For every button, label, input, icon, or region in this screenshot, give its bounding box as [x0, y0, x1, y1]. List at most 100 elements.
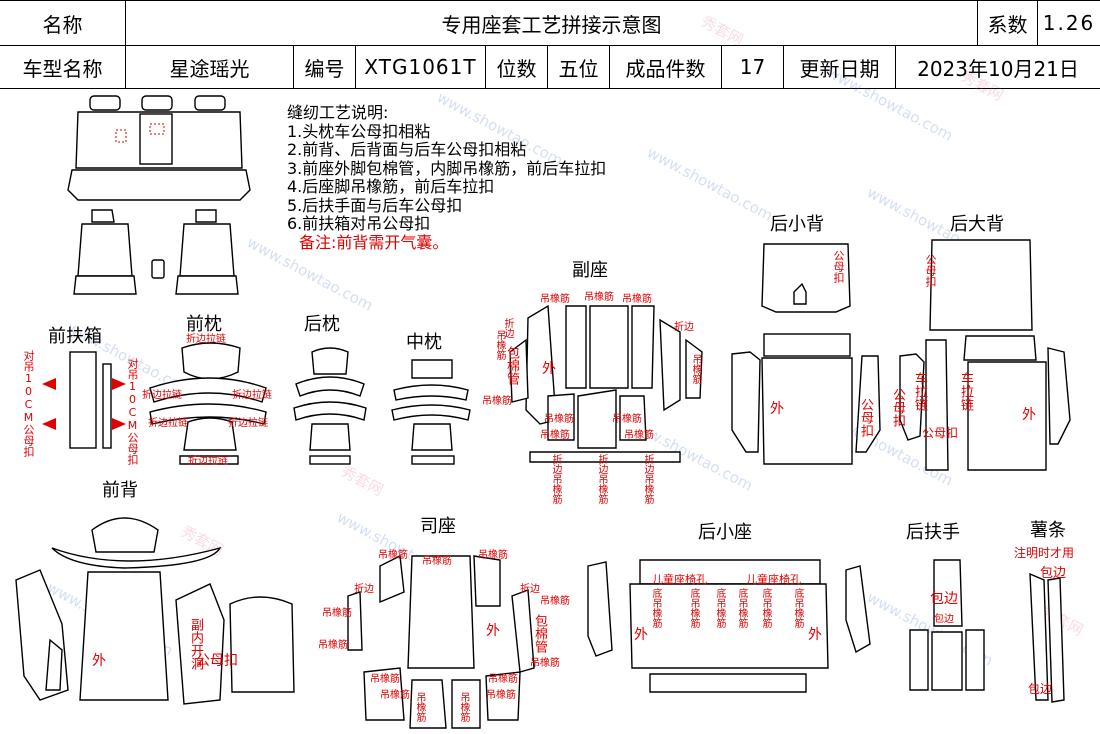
- note-wrap-edge: 包边: [934, 614, 954, 625]
- date-label: 更新日期: [784, 46, 896, 88]
- note-elastic: 吊橡筋: [584, 292, 614, 303]
- rear-pillow-shapes: [293, 347, 367, 465]
- note-child-seat: 儿童座椅孔: [746, 573, 801, 586]
- note-elastic: 吊橡筋: [530, 658, 560, 669]
- note-bottom-elastic: 底吊橡筋: [736, 588, 747, 628]
- note-zip: 折边拉链: [142, 390, 182, 401]
- notes-item: 6.前扶箱对吊公母扣: [287, 214, 431, 233]
- notes-item: 3.前座外脚包棉管，内脚吊橡筋，前后车拉扣: [287, 158, 607, 178]
- section-driver-seat: 司座: [420, 516, 456, 537]
- note-fold-edge: 折边: [520, 584, 540, 595]
- section-front-pillow: 前枕: [186, 314, 222, 335]
- passenger-seat-shapes: [509, 304, 703, 463]
- note-hook: 公母扣: [858, 398, 873, 437]
- note-outer: 外: [808, 627, 822, 643]
- note-elastic: 吊橡筋: [422, 556, 452, 567]
- note-outer: 外: [542, 361, 556, 377]
- note-fold-elastic: 折边吊橡筋: [596, 454, 607, 504]
- note-hook: 公母扣: [924, 254, 937, 287]
- note-bottom-elastic: 底吊橡筋: [792, 588, 803, 628]
- note-wrap-cotton: 包棉管: [532, 614, 547, 653]
- note-outer: 外: [92, 653, 106, 669]
- section-rear-small-seat: 后小座: [698, 522, 752, 543]
- section-rear-small-back: 后小背: [770, 214, 824, 235]
- note-armbox-left: 对吊10CM公母扣: [22, 350, 35, 457]
- section-mid-pillow: 中枕: [406, 332, 442, 353]
- note-hook: 公母扣: [832, 250, 845, 283]
- note-zip: 折边拉链: [228, 418, 268, 429]
- note-fold-elastic: 折边吊橡筋: [642, 454, 653, 504]
- note-elastic: 吊橡筋: [482, 396, 512, 407]
- note-inner-hole: 副内开洞: [188, 618, 203, 670]
- rear-armrest-shapes: [909, 559, 985, 691]
- note-elastic: 吊橡筋: [612, 414, 642, 425]
- note-elastic: 吊橡筋: [624, 430, 654, 441]
- note-outer: 外: [634, 627, 648, 643]
- note-wrap-cotton: 包棉管: [504, 346, 519, 385]
- name-label: 名称: [0, 1, 126, 45]
- notes-heading: 缝纫工艺说明:: [287, 103, 389, 122]
- note-zip: 折边拉链: [186, 334, 226, 345]
- strip-shapes: [1029, 572, 1065, 703]
- note-strip: 注明时才用: [1014, 546, 1075, 560]
- notes-item: 1.头枕车公母扣相粘: [287, 121, 431, 141]
- note-elastic: 吊橡筋: [378, 550, 408, 561]
- note-fold-elastic: 折边吊橡筋: [550, 454, 561, 504]
- notes-item: 5.后扶手面与后车公母扣: [287, 195, 463, 215]
- note-zip: 折边拉链: [188, 456, 228, 467]
- note-fold-edge: 折边: [674, 322, 694, 333]
- note-wrap-edge: 包边: [1028, 682, 1053, 696]
- note-wrap-edge: 包边: [1040, 566, 1067, 581]
- rear-bench-illustration: [67, 95, 251, 201]
- notes-item: 4.后座脚吊橡筋，前后车拉扣: [287, 177, 495, 196]
- code-label: 编号: [294, 46, 356, 88]
- mid-pillow-shapes: [391, 359, 471, 465]
- note-hook: 公母扣: [196, 653, 238, 669]
- note-elastic: 吊橡筋: [414, 692, 425, 722]
- note-elastic: 吊橡筋: [458, 692, 469, 722]
- model-label: 车型名称: [0, 46, 126, 88]
- note-car-zip: 车拉链: [958, 372, 973, 411]
- section-rear-big-back: 后大背: [950, 214, 1004, 235]
- section-front-back: 前背: [102, 480, 138, 501]
- pieces-value: 17: [722, 46, 784, 88]
- section-rear-pillow: 后枕: [304, 314, 340, 335]
- front-back-shapes: [15, 517, 295, 705]
- front-armbox-shapes: [42, 351, 126, 449]
- note-car-zip: 车拉链: [912, 372, 927, 411]
- note-elastic: 吊橡筋: [540, 596, 570, 607]
- note-elastic: 吊橡筋: [544, 414, 574, 425]
- note-outer: 外: [486, 623, 500, 639]
- note-bottom-elastic: 底吊橡筋: [760, 588, 771, 628]
- sewing-notes: 缝纫工艺说明: 1.头枕车公母扣相粘 2.前背、后背面与后车公母扣相粘 3.前座…: [287, 103, 607, 252]
- note-elastic: 吊橡筋: [540, 430, 570, 441]
- header-table: 名称 专用座套工艺拼接示意图 系数 1.26 车型名称 星途瑶光 编号 XTG1…: [0, 0, 1100, 89]
- note-elastic: 吊橡筋: [380, 690, 410, 701]
- note-elastic: 吊橡筋: [370, 674, 400, 685]
- note-outer: 外: [1022, 407, 1036, 423]
- rear-small-back-shapes: [731, 243, 881, 465]
- note-elastic: 吊橡筋: [488, 674, 518, 685]
- header-rule-top: [0, 0, 1100, 1]
- seats-label: 位数: [486, 46, 548, 88]
- rear-big-back-shapes: [899, 239, 1071, 471]
- front-seats-illustration: [73, 209, 239, 295]
- code-value: XTG1061T: [356, 46, 486, 88]
- note-elastic: 吊橡筋: [690, 354, 701, 384]
- note-elastic: 吊橡筋: [494, 330, 505, 360]
- note-zip: 折边拉链: [232, 390, 272, 401]
- note-fold-edge: 折边: [502, 318, 513, 338]
- note-elastic: 吊橡筋: [540, 294, 570, 305]
- note-elastic: 吊橡筋: [322, 608, 352, 619]
- note-child-seat: 儿童座椅孔: [652, 573, 707, 586]
- note-bottom-elastic: 底吊橡筋: [650, 588, 661, 628]
- note-elastic: 吊橡筋: [622, 294, 652, 305]
- section-passenger-seat: 副座: [572, 260, 608, 281]
- note-elastic: 吊橡筋: [318, 640, 348, 651]
- note-zip: 折边拉链: [148, 418, 188, 429]
- note-bottom-elastic: 底吊橡筋: [714, 588, 725, 628]
- note-armbox-right: 对吊10CM公母扣: [126, 358, 139, 465]
- driver-seat-shapes: [347, 554, 535, 729]
- note-elastic: 吊橡筋: [486, 690, 516, 701]
